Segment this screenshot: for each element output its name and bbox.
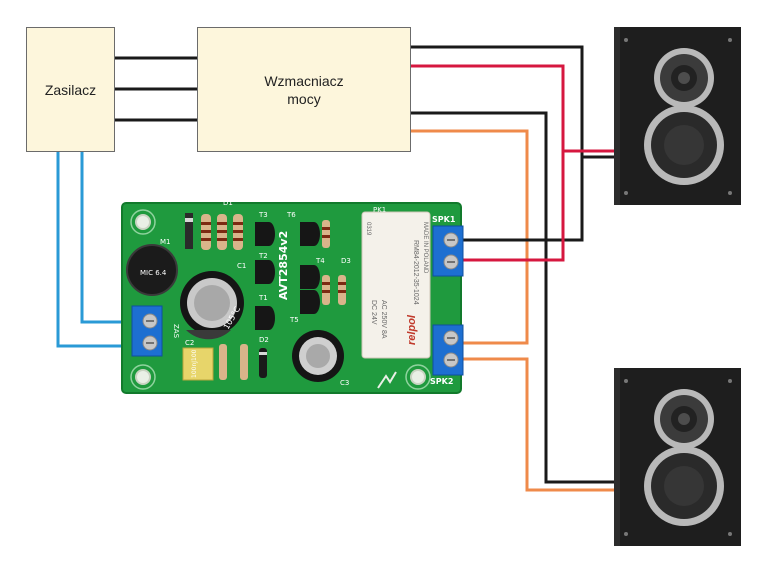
- capacitor-c2: [182, 347, 214, 381]
- amplifier-label: Wzmacniacz mocy: [264, 72, 344, 107]
- svg-text:0319: 0319: [365, 222, 371, 236]
- power-supply-label: Zasilacz: [44, 81, 97, 98]
- power-supply-block: Zasilacz: [26, 27, 115, 152]
- svg-text:DC 24V: DC 24V: [370, 300, 377, 325]
- resistors-top: [201, 214, 243, 250]
- svg-text:T4: T4: [315, 257, 325, 265]
- speaker-bottom-icon: [614, 368, 741, 546]
- transistors: [255, 222, 320, 330]
- svg-text:AVT2854v2: AVT2854v2: [277, 231, 290, 300]
- terminal-blocks: [131, 225, 464, 376]
- svg-text:C3: C3: [340, 379, 349, 387]
- capacitor-c1: 105°C: [180, 271, 244, 340]
- svg-text:D2: D2: [259, 336, 269, 344]
- svg-text:SPK1: SPK1: [432, 215, 456, 224]
- svg-text:RM84-2012-35-1024: RM84-2012-35-1024: [412, 240, 419, 305]
- svg-text:ZAS: ZAS: [172, 324, 180, 339]
- svg-text:MIC 6.4: MIC 6.4: [140, 269, 167, 277]
- svg-text:PK1: PK1: [373, 206, 386, 214]
- svg-text:T2: T2: [258, 252, 268, 260]
- m1-component: [127, 245, 177, 295]
- amplifier-block: Wzmacniacz mocy: [197, 27, 411, 152]
- svg-text:SPK2: SPK2: [430, 377, 453, 386]
- svg-text:T5: T5: [289, 316, 299, 324]
- svg-text:MADE IN POLAND: MADE IN POLAND: [422, 222, 428, 274]
- svg-text:D3: D3: [341, 257, 351, 265]
- svg-text:relpol: relpol: [406, 314, 418, 345]
- svg-text:T6: T6: [286, 211, 296, 219]
- svg-text:D1: D1: [223, 199, 233, 207]
- svg-text:AC 250V 8A: AC 250V 8A: [380, 300, 387, 339]
- svg-text:100nJ100: 100nJ100: [191, 349, 198, 378]
- capacitor-c3: [292, 330, 344, 382]
- svg-text:T3: T3: [258, 211, 268, 219]
- supply-wires: [56, 152, 138, 348]
- pcb-board: MIC 6.4: [121, 199, 464, 394]
- relay-pk1: relpol AC 250V 8A DC 24V RM84-2012-35-10…: [361, 211, 431, 359]
- psu-amp-wires: [115, 56, 197, 122]
- svg-text:C2: C2: [185, 339, 194, 347]
- amp-output-wires: [411, 45, 615, 492]
- svg-text:C1: C1: [237, 262, 246, 270]
- speaker-top-icon: [614, 27, 741, 205]
- svg-text:T1: T1: [258, 294, 268, 302]
- svg-text:M1: M1: [160, 238, 171, 246]
